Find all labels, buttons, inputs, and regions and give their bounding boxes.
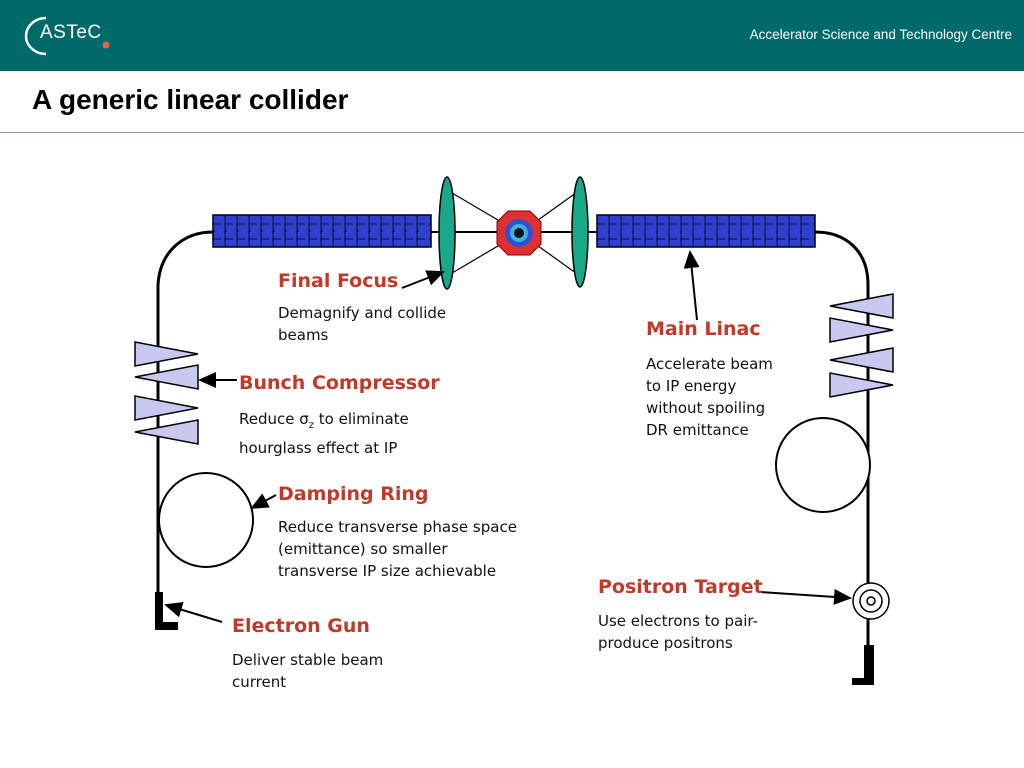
arrow-electron-gun: [164, 601, 223, 623]
final-focus-desc: Demagnify and collide beams: [278, 304, 447, 344]
electron-gun-icon: [155, 592, 178, 630]
logo-text: ASTeC: [40, 22, 102, 43]
bunch-compressor-label: Bunch Compressor: [239, 372, 440, 394]
damping-ring-label: Damping Ring: [278, 483, 429, 505]
bunch-compressor-magnets-right: [829, 293, 894, 398]
astec-logo-icon: [24, 16, 110, 56]
positron-target-label: Positron Target: [598, 576, 763, 598]
positron-target-desc: Use electrons to pair- produce positrons: [598, 612, 758, 652]
focus-lens-right: [571, 176, 589, 288]
main-linac-desc: Accelerate beam to IP energy without spo…: [646, 355, 773, 439]
title-divider: [0, 132, 1024, 133]
linac-left: [212, 214, 432, 248]
focus-lens-left: [438, 176, 456, 290]
damping-ring-right: [775, 417, 871, 513]
beam-line-left: [156, 230, 214, 600]
positron-target-icon: [852, 582, 890, 620]
detector-icon: [496, 210, 542, 256]
final-focus-optics: [438, 176, 589, 290]
electron-gun-label: Electron Gun: [232, 615, 370, 637]
electron-gun-desc: Deliver stable beam current: [232, 651, 384, 691]
main-linac-label: Main Linac: [646, 318, 761, 340]
org-name: Accelerator Science and Technology Centr…: [749, 27, 1012, 42]
header-bar: ASTeC Accelerator Science and Technology…: [0, 0, 1024, 71]
arrow-positron-target: [759, 588, 852, 605]
arrow-damping-ring: [250, 493, 277, 509]
page-title: A generic linear collider: [32, 84, 349, 115]
damping-ring-desc: Reduce transverse phase space (emittance…: [278, 518, 517, 580]
bunch-compressor-magnets-left: [134, 341, 199, 445]
final-focus-label: Final Focus: [278, 270, 399, 292]
positron-source-icon: [852, 645, 874, 685]
damping-ring-left: [158, 472, 254, 568]
arrow-main-linac: [683, 250, 700, 321]
linac-right: [596, 214, 816, 248]
bunch-compressor-desc: Reduce σz to eliminate hourglass effect …: [239, 410, 409, 457]
arrow-final-focus: [401, 270, 445, 289]
beam-line-right: [814, 230, 870, 660]
